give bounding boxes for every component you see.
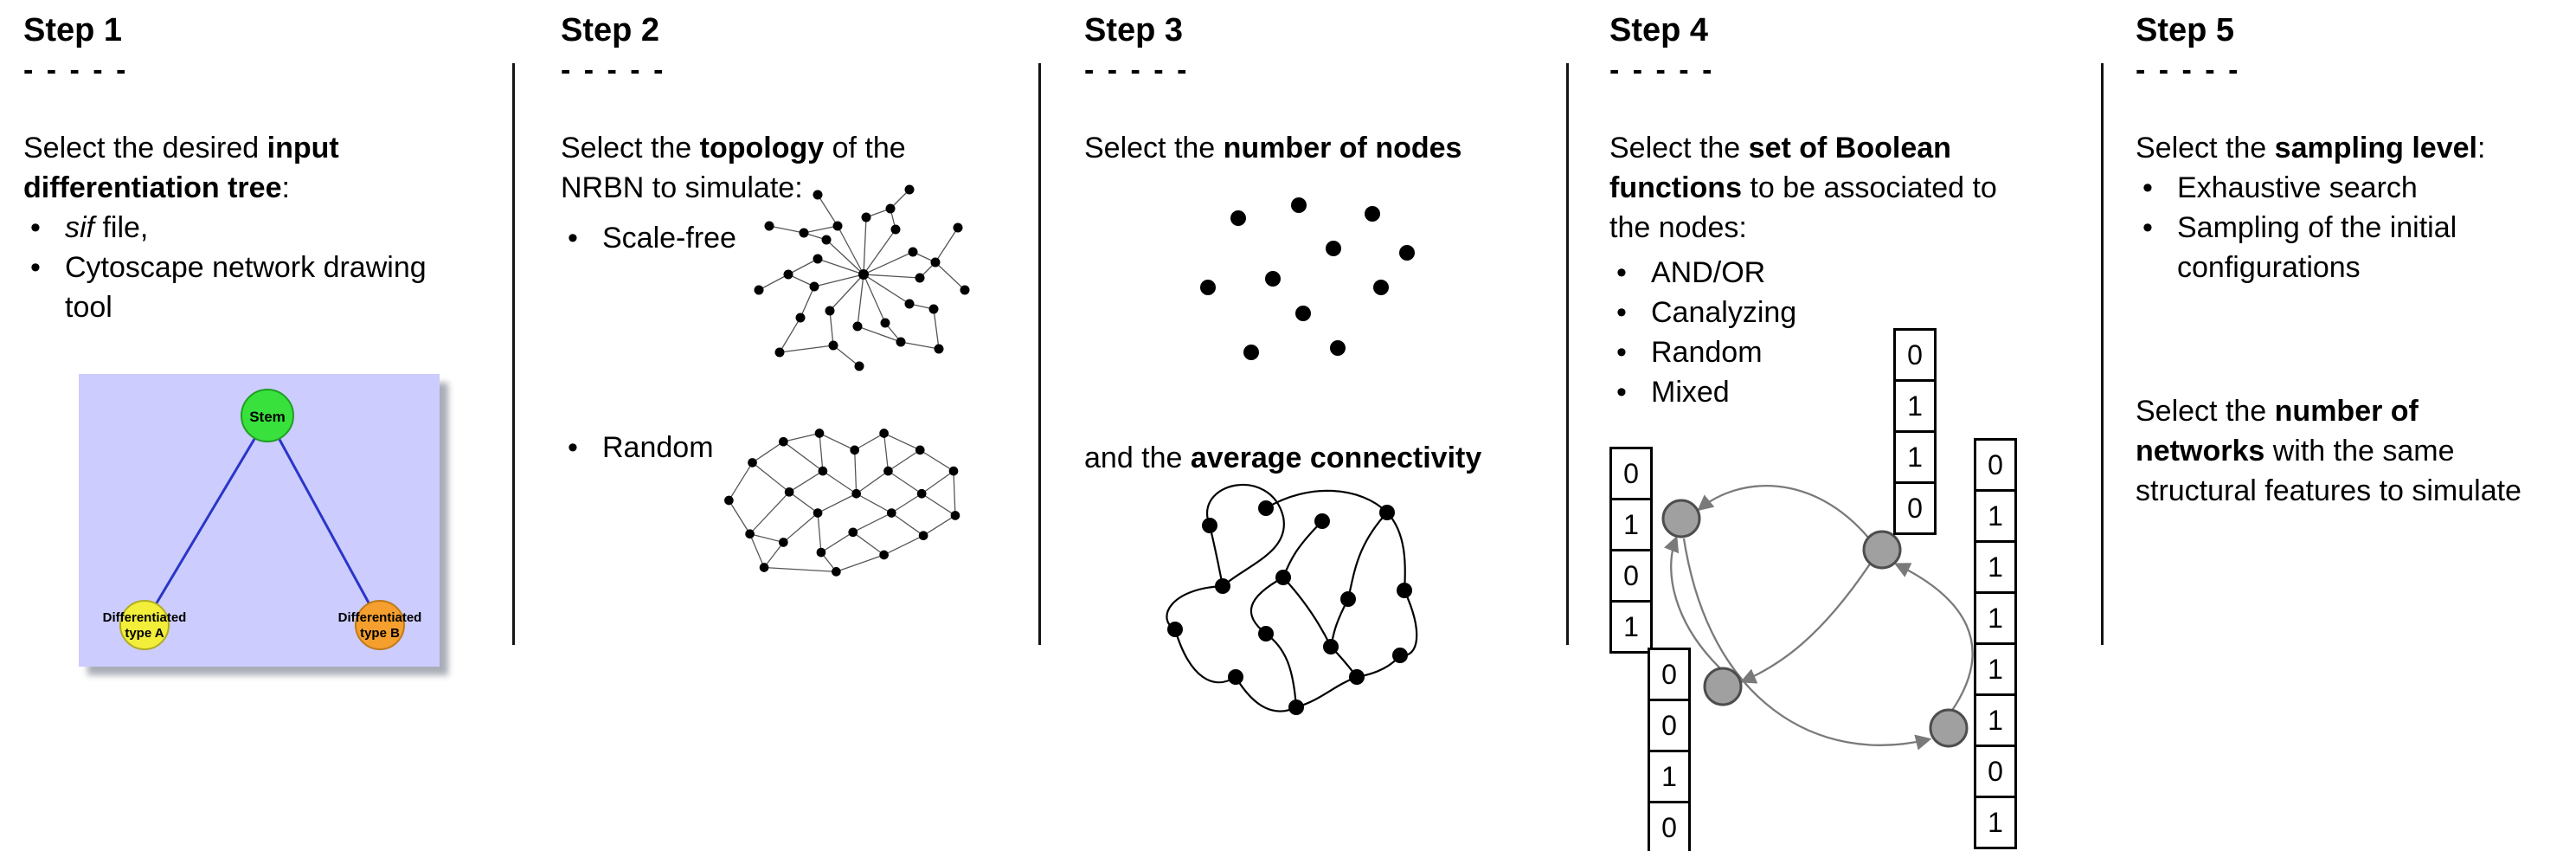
step2-column: Step 2 - - - - - Select the topology of … bbox=[561, 0, 1028, 851]
type-b-label-line2: type B bbox=[360, 626, 400, 641]
stem-node bbox=[241, 389, 294, 442]
bullet-marker: • bbox=[1616, 376, 1627, 409]
truth-table-top: 0 1 1 0 bbox=[1893, 328, 1937, 535]
truth-table-cell: 1 bbox=[1974, 540, 2017, 594]
bullet-marker: • bbox=[1616, 296, 1627, 329]
step5-bullet-list: • Exhaustive search • Sampling of the in… bbox=[2136, 168, 2568, 287]
arrow-node3-to-node1 bbox=[1663, 535, 1721, 669]
truth-table-cell: 1 bbox=[1974, 642, 2017, 696]
step1-dashes: - - - - - bbox=[23, 54, 129, 87]
step4-title: Step 4 bbox=[1609, 12, 1709, 48]
step5-title: Step 5 bbox=[2136, 12, 2235, 48]
step5-intro: Select the sampling level: bbox=[2136, 132, 2486, 164]
step1-intro: Select the desired input differentiation… bbox=[23, 132, 339, 204]
tree-edge-b bbox=[266, 416, 382, 624]
tree-edge-a bbox=[143, 416, 269, 624]
stem-label: Stem bbox=[249, 409, 286, 425]
truth-table-cell: 1 bbox=[1974, 489, 2017, 543]
bullet-marker: • bbox=[30, 251, 41, 284]
bullet-marker: • bbox=[568, 431, 578, 464]
column-divider-4 bbox=[2101, 63, 2104, 645]
truth-table-bottom-left: 0 0 1 0 bbox=[1648, 648, 1691, 851]
step3-title: Step 3 bbox=[1084, 12, 1184, 48]
truth-table-cell: 0 bbox=[1893, 481, 1937, 535]
random-network-figure bbox=[724, 429, 960, 577]
boolean-node-2 bbox=[1862, 530, 1902, 570]
truth-table-cell: 1 bbox=[1609, 600, 1653, 654]
column-divider-3 bbox=[1566, 63, 1569, 645]
truth-table-cell: 0 bbox=[1609, 549, 1653, 603]
differentiation-tree-figure: Stem Differentiated type A Differentiate… bbox=[79, 374, 440, 667]
bullet-mixed: • Mixed bbox=[1609, 372, 1796, 412]
truth-table-cell: 0 bbox=[1974, 745, 2017, 798]
boolean-node-4 bbox=[1929, 708, 1969, 748]
truth-table-cell: 0 bbox=[1648, 699, 1691, 752]
type-a-label-line2: type A bbox=[125, 626, 164, 641]
bullet-random: • Random bbox=[561, 428, 714, 467]
bullet-marker: • bbox=[1616, 256, 1627, 289]
nodes-dots-figure bbox=[1200, 197, 1415, 360]
bullet-and-or: • AND/OR bbox=[1609, 253, 1796, 293]
step4-dashes: - - - - - bbox=[1609, 54, 1715, 87]
truth-table-cell: 0 bbox=[1648, 801, 1691, 851]
step2-title: Step 2 bbox=[561, 12, 660, 48]
arrow-node2-to-node3 bbox=[1739, 562, 1872, 684]
bullet-scale-free: • Scale-free bbox=[561, 218, 736, 258]
step3-column: Step 3 - - - - - Select the number of no… bbox=[1084, 0, 1556, 851]
step3-connectivity-text: and the average connectivity bbox=[1084, 442, 1482, 474]
bullet-cytoscape: • Cytoscape network drawing tool bbox=[23, 248, 439, 327]
bullet-sampling-initial-configurations: • Sampling of the initial configurations bbox=[2136, 208, 2568, 287]
differentiation-tree-svg: Stem Differentiated type A Differentiate… bbox=[79, 374, 440, 667]
step3-intro: Select the number of nodes bbox=[1084, 132, 1462, 164]
step5-number-of-networks-text: Select the number of networks with the s… bbox=[2136, 395, 2521, 507]
bullet-exhaustive-search: • Exhaustive search bbox=[2136, 168, 2568, 208]
column-divider-2 bbox=[1038, 63, 1041, 645]
step4-intro: Select the set of Boolean functions to b… bbox=[1609, 132, 1997, 244]
step5-column: Step 5 - - - - - Select the sampling lev… bbox=[2136, 0, 2573, 851]
bullet-marker: • bbox=[30, 211, 41, 244]
truth-table-cell: 1 bbox=[1893, 379, 1937, 433]
step1-bullet-list: • sif file, • Cytoscape network drawing … bbox=[23, 208, 439, 327]
step2-dashes: - - - - - bbox=[561, 54, 666, 87]
arrow-node4-to-node2 bbox=[1893, 563, 1974, 712]
arrow-node2-to-node1 bbox=[1697, 485, 1870, 539]
type-a-node bbox=[119, 600, 170, 650]
bullet-marker: • bbox=[1616, 336, 1627, 369]
bullet-marker: • bbox=[568, 222, 578, 255]
truth-table-cell: 1 bbox=[1609, 498, 1653, 551]
arrow-node1-to-node4 bbox=[1682, 538, 1932, 751]
truth-table-cell: 0 bbox=[1974, 438, 2017, 492]
bullet-canalyzing: • Canalyzing bbox=[1609, 293, 1796, 332]
truth-table-cell: 1 bbox=[1974, 693, 2017, 747]
step1-column: Step 1 - - - - - Select the desired inpu… bbox=[23, 0, 456, 851]
step3-dashes: - - - - - bbox=[1084, 54, 1190, 87]
bullet-sif-file: • sif file, bbox=[23, 208, 439, 248]
truth-table-cell: 0 bbox=[1648, 648, 1691, 701]
column-divider-1 bbox=[512, 63, 515, 645]
connectivity-tangle-figure bbox=[1166, 484, 1418, 715]
type-b-node bbox=[355, 600, 405, 650]
bullet-random-functions: • Random bbox=[1609, 332, 1796, 372]
bullet-marker: • bbox=[2142, 171, 2153, 204]
boolean-node-3 bbox=[1703, 667, 1743, 706]
step4-column: Step 4 - - - - - Select the set of Boole… bbox=[1609, 0, 2099, 851]
truth-table-left: 0 1 0 1 bbox=[1609, 447, 1653, 654]
type-b-label-line1: Differentiated bbox=[338, 610, 422, 625]
bullet-marker: • bbox=[2142, 211, 2153, 244]
step1-title: Step 1 bbox=[23, 12, 123, 48]
truth-table-cell: 1 bbox=[1648, 750, 1691, 803]
truth-table-cell: 1 bbox=[1974, 591, 2017, 645]
scale-free-network-figure bbox=[754, 184, 970, 371]
type-a-label-line1: Differentiated bbox=[103, 610, 187, 625]
step2-intro: Select the topology of the NRBN to simul… bbox=[561, 132, 906, 204]
truth-table-cell: 1 bbox=[1893, 430, 1937, 484]
step4-bullet-list: • AND/OR • Canalyzing • Random • Mixed bbox=[1609, 253, 1796, 412]
step5-dashes: - - - - - bbox=[2136, 54, 2241, 87]
truth-table-cell: 1 bbox=[1974, 796, 2017, 849]
truth-table-cell: 0 bbox=[1609, 447, 1653, 500]
truth-table-cell: 0 bbox=[1893, 328, 1937, 382]
truth-table-right: 0 1 1 1 1 1 0 1 bbox=[1974, 438, 2017, 849]
boolean-network-figure bbox=[1661, 485, 1974, 751]
boolean-node-1 bbox=[1661, 499, 1701, 538]
